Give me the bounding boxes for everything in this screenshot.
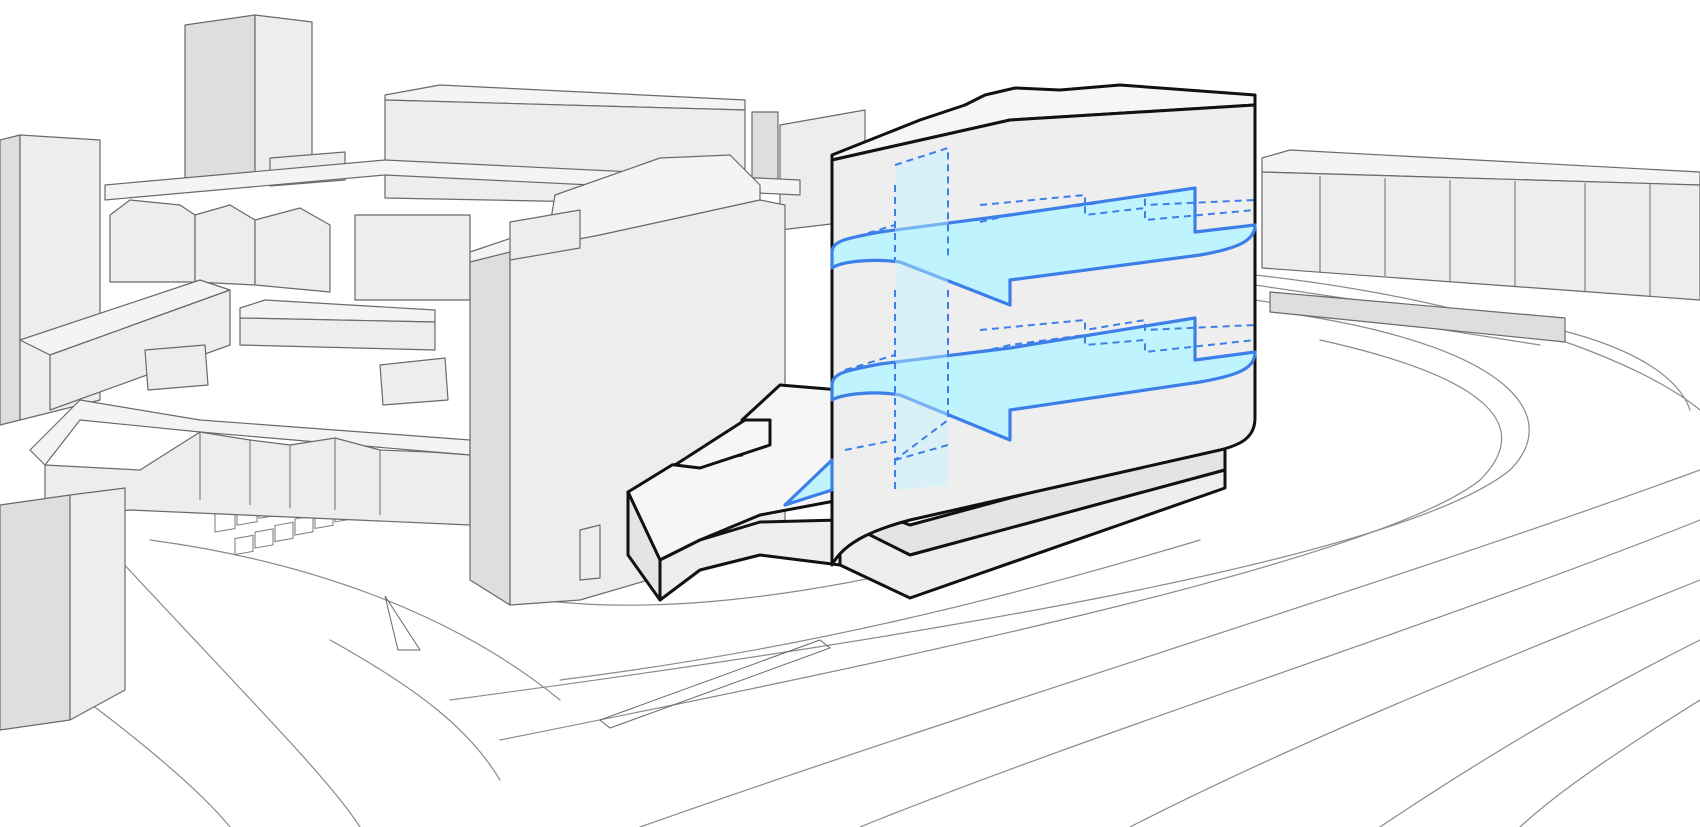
hidden-ramp-top (979, 193, 1256, 207)
hidden-lower-ramp (844, 439, 949, 461)
road-west-3 (329, 639, 501, 781)
traffic-island (384, 595, 421, 651)
context-houses (109, 199, 196, 283)
hidden-stair-lower (844, 333, 1256, 371)
context-longbar-front (239, 317, 436, 351)
hidden-stair-upper (844, 203, 1256, 241)
midrise-pilotis (579, 524, 601, 581)
context-house-4 (354, 214, 471, 301)
context-slab-west-side (0, 134, 21, 426)
road-lane-2 (859, 519, 1700, 827)
hidden-ramp-bottom (979, 318, 1256, 332)
road-mid-2 (559, 539, 1201, 681)
context-tower-sw-front (69, 487, 126, 721)
context-tower-sw-side (0, 494, 71, 731)
context-lowblock-front (49, 289, 231, 411)
road-lane-5 (1519, 699, 1700, 827)
midrise-top-block (509, 209, 581, 261)
context-tower-nw-side (184, 14, 256, 189)
parking-stall (234, 534, 254, 556)
retaining-wall (1269, 291, 1566, 343)
road-inner-curve-1 (449, 314, 1530, 701)
site-ground (0, 274, 1700, 827)
hidden-core-line-a (894, 146, 949, 461)
midrise-side (469, 251, 511, 606)
context-longblock-roof (384, 84, 746, 111)
podium-folds (199, 432, 381, 515)
context-buildings-west (0, 134, 471, 731)
parking-stall (274, 521, 294, 543)
context-cube-2 (379, 357, 449, 406)
terrace-divisions (1319, 176, 1651, 296)
context-house-3 (254, 207, 331, 293)
podium-roof-inner (673, 418, 772, 470)
context-cube-1 (144, 344, 209, 391)
context-row-roof (104, 159, 801, 201)
road-roundabout (1559, 329, 1691, 411)
road-inner-curve-2 (499, 339, 1503, 741)
road-lane-3 (1129, 579, 1700, 827)
context-house-2 (194, 204, 256, 286)
parking-stall (294, 515, 314, 536)
proposed-building (626, 83, 1257, 602)
context-longbar-roof (239, 299, 436, 323)
circulation-bands (783, 146, 1257, 507)
context-terrace-front (1261, 171, 1700, 301)
circulation-band-lower (830, 316, 1257, 442)
road-lane-4 (1379, 639, 1700, 827)
ground-ramp (783, 458, 834, 507)
parking-stall (254, 528, 274, 549)
road-west-1 (119, 559, 361, 827)
crossing-strip (598, 639, 832, 729)
circulation-core (895, 148, 948, 490)
road-lane-1 (639, 469, 1700, 827)
context-terrace-roof (1261, 149, 1700, 186)
road-west-4 (149, 539, 561, 701)
